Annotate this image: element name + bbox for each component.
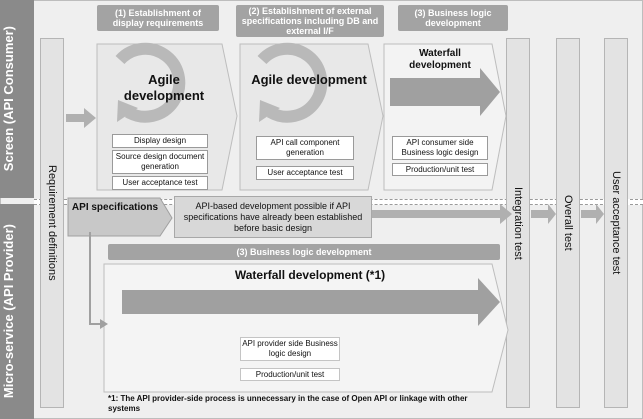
integration-test-label: Integration test xyxy=(512,186,524,260)
waterfall-top-item-unit-test: Production/unit test xyxy=(392,163,488,176)
phase-header-3: (3) Business logic development xyxy=(398,5,508,31)
agile1-item-display-design: Display design xyxy=(112,134,208,148)
agile1-title: Agile development xyxy=(123,72,205,103)
waterfall-top-title: Waterfall development xyxy=(409,48,471,71)
arrow-to-bottom xyxy=(89,232,100,325)
arrow-to-uat xyxy=(581,204,604,224)
footnote: *1: The API provider-side process is unn… xyxy=(108,394,468,413)
agile2-item-api-call: API call component generation xyxy=(256,136,354,160)
agile1-item-uat: User acceptance test xyxy=(112,176,208,190)
column-integration-test: Integration test xyxy=(506,38,530,408)
waterfall-bottom-item-unit-test: Production/unit test xyxy=(240,368,340,381)
api-specs-shape xyxy=(67,197,173,237)
agile2-item-uat: User acceptance test xyxy=(256,166,354,180)
api-note-callout: API-based development possible if API sp… xyxy=(174,196,372,238)
column-user-acceptance-test: User acceptance test xyxy=(604,38,628,408)
bottom-phase-bar: (3) Business logic development xyxy=(108,244,500,260)
agile2-title: Agile development xyxy=(251,72,367,87)
phase-2-label: (2) Establishment of external specificat… xyxy=(241,6,379,36)
section-label-screen: Screen (API Consumer) xyxy=(0,0,34,198)
waterfall-bottom-item-provider-logic: API provider side Business logic design xyxy=(240,337,340,361)
api-specifications-label: API specifications xyxy=(71,202,159,213)
phase-header-1: (1) Establishment of display requirement… xyxy=(97,5,219,31)
waterfall-bottom-arrow xyxy=(122,278,500,326)
overall-test-label: Overall test xyxy=(562,195,574,251)
column-overall-test: Overall test xyxy=(556,38,580,408)
section-label-micro: Micro-service (API Provider) xyxy=(0,204,34,419)
phase-1-label: (1) Establishment of display requirement… xyxy=(112,8,204,28)
cycle-icon-2 xyxy=(257,42,328,123)
waterfall-top-arrow xyxy=(390,68,500,116)
user-acceptance-test-label: User acceptance test xyxy=(610,171,622,275)
column-requirement-definitions: Requirement definitions xyxy=(40,38,64,408)
api-note-text: API-based development possible if API sp… xyxy=(183,200,363,233)
arrow-to-top xyxy=(66,108,96,128)
arrow-to-overall xyxy=(531,204,556,224)
arrow-to-integration xyxy=(372,204,512,224)
phase-header-2: (2) Establishment of external specificat… xyxy=(236,5,384,37)
bottom-phase-label: (3) Business logic development xyxy=(236,247,372,257)
waterfall-bottom-title: Waterfall development (*1) xyxy=(234,268,386,282)
waterfall-top-item-consumer-logic: API consumer side Business logic design xyxy=(392,136,488,160)
cycle-icon-1 xyxy=(115,42,186,123)
phase-3-label: (3) Business logic development xyxy=(414,8,492,28)
agile1-item-source-design: Source design document generation xyxy=(112,150,208,174)
requirement-definitions-label: Requirement definitions xyxy=(46,165,58,281)
